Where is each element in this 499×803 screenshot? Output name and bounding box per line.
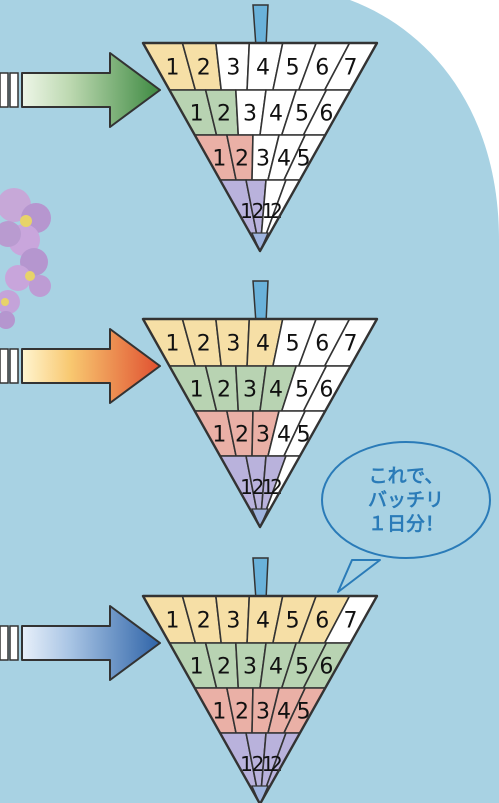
cell-number: 4: [269, 655, 283, 680]
cell-number: 2: [235, 700, 249, 725]
cell-number: 7: [343, 609, 357, 634]
bubble-line-2: バッチリ: [368, 488, 444, 512]
cell-number: 5: [297, 700, 311, 725]
cell-number: 5: [297, 147, 311, 172]
bubble-line-1: これで、: [369, 464, 444, 488]
cell-number: 5: [286, 332, 300, 357]
arrow-stripe: [10, 73, 18, 107]
cell-number: 1: [190, 655, 204, 680]
cell-number: 2: [197, 609, 211, 634]
cell-number: 3: [256, 147, 270, 172]
cell-number: 5: [295, 378, 309, 403]
cell-number: 1: [166, 332, 180, 357]
arrow-stripe: [0, 73, 8, 107]
cell-number: 5: [295, 655, 309, 680]
cell-number: 3: [256, 423, 270, 448]
cell-number: 6: [315, 332, 329, 357]
cell-number: 3: [226, 332, 240, 357]
cell-number: 3: [243, 102, 257, 127]
cell-number: 2: [197, 332, 211, 357]
arrow-stripe: [0, 349, 8, 383]
cell-number: 1: [190, 102, 204, 127]
cell-number: 2: [217, 378, 231, 403]
funnel-stick: [253, 558, 268, 600]
cell-number: 1: [190, 378, 204, 403]
cell-number: 5: [286, 56, 300, 81]
cell-number: 5: [297, 423, 311, 448]
cell-number: 4: [256, 609, 270, 634]
cell-number: 3: [256, 700, 270, 725]
funnel-stick: [253, 5, 268, 47]
cell-number: 1: [166, 56, 180, 81]
cell-number: 7: [343, 332, 357, 357]
cell-number: 4: [269, 378, 283, 403]
cell-number: 2: [235, 423, 249, 448]
cell-number: 5: [286, 609, 300, 634]
cell-number: 3: [243, 378, 257, 403]
bubble-line-3: １日分！: [368, 512, 444, 536]
speech-bubble-text: これで、 バッチリ １日分！: [322, 444, 490, 556]
cell-number: 4: [269, 102, 283, 127]
cell-number: 4: [256, 56, 270, 81]
cell-number: 2: [235, 147, 249, 172]
cell-number: 6: [315, 609, 329, 634]
cell-number: 3: [226, 609, 240, 634]
cell-number: 2: [217, 655, 231, 680]
cell-number: 7: [343, 56, 357, 81]
cell-number: 3: [243, 655, 257, 680]
arrow-stripe: [0, 626, 8, 660]
arrow-stripe: [10, 626, 18, 660]
cell-number: 1: [166, 609, 180, 634]
arrow-stripe: [10, 349, 18, 383]
cell-number: 4: [256, 332, 270, 357]
cell-number: 3: [226, 56, 240, 81]
cell-number: 2: [197, 56, 211, 81]
funnel-stick: [253, 281, 268, 323]
cell-number: 5: [295, 102, 309, 127]
cell-number: 6: [315, 56, 329, 81]
cell-number: 2: [217, 102, 231, 127]
